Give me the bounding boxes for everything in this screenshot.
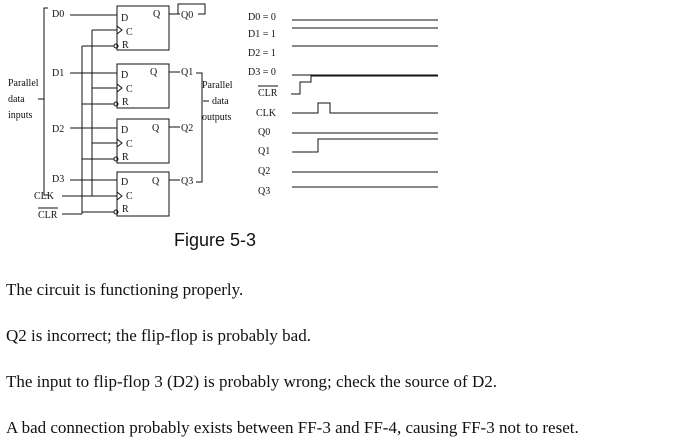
ff4-q-pin: Q <box>152 176 160 187</box>
input-label-d3: D3 <box>52 174 64 185</box>
ff4-output-label: Q3 <box>181 176 193 187</box>
shift-register-diagram: D0 D1 D2 D3 CLK CLR Parallel data inputs… <box>8 3 438 221</box>
timing-label-clr: CLR <box>258 88 278 99</box>
flip-flop-1: D C R Q Q0 <box>82 3 206 51</box>
ff4-c-pin: C <box>126 191 133 202</box>
figure-caption: Figure 5-3 <box>173 230 257 250</box>
clk-label: CLK <box>34 191 55 202</box>
parallel-outputs-line3: outputs <box>202 112 232 123</box>
timing-label-d2: D2 = 1 <box>248 48 276 59</box>
flip-flop-4: D C R Q Q3 <box>82 171 193 217</box>
ff3-r-pin: R <box>122 152 129 163</box>
ff4-d-pin: D <box>121 177 128 188</box>
input-bus-bracket <box>43 7 48 196</box>
answer-option-3[interactable]: The input to flip-flop 3 (D2) is probabl… <box>6 372 497 391</box>
parallel-inputs-line3: inputs <box>8 110 33 121</box>
ff1-c-pin: C <box>126 27 133 38</box>
answer-option-1[interactable]: The circuit is functioning properly. <box>6 280 244 299</box>
input-label-d2: D2 <box>52 124 64 135</box>
waveform-q1 <box>292 138 438 153</box>
ff3-q-pin: Q <box>152 123 160 134</box>
parallel-outputs-line1: Parallel <box>202 80 233 91</box>
ff3-output-label: Q2 <box>181 123 193 134</box>
flip-flop-3: D C R Q Q2 <box>82 118 193 164</box>
waveform-clr <box>291 75 438 95</box>
timing-label-q3: Q3 <box>258 186 270 197</box>
timing-label-q1: Q1 <box>258 146 270 157</box>
ff2-d-pin: D <box>121 70 128 81</box>
timing-waveforms <box>291 19 438 188</box>
ff1-output-label: Q0 <box>181 10 193 21</box>
timing-label-q2: Q2 <box>258 166 270 177</box>
ff4-r-pin: R <box>122 204 129 215</box>
timing-label-clk: CLK <box>256 108 277 119</box>
timing-label-q0: Q0 <box>258 127 270 138</box>
output-bus-bracket <box>196 72 203 183</box>
timing-label-d0: D0 = 0 <box>248 12 276 23</box>
timing-label-d1: D1 = 1 <box>248 29 276 40</box>
clr-label: CLR <box>38 210 58 221</box>
input-label-d1: D1 <box>52 68 64 79</box>
ff1-d-pin: D <box>121 13 128 24</box>
flip-flop-2: D C R Q Q1 <box>82 63 193 109</box>
ff2-output-label: Q1 <box>181 67 193 78</box>
input-label-d0: D0 <box>52 9 64 20</box>
timing-label-d3: D3 = 0 <box>248 67 276 78</box>
ff3-d-pin: D <box>121 125 128 136</box>
answer-option-4[interactable]: A bad connection probably exists between… <box>6 418 579 437</box>
figure-5-3: D0 D1 D2 D3 CLK CLR Parallel data inputs… <box>8 3 438 221</box>
parallel-inputs-line1: Parallel <box>8 78 39 89</box>
ff1-r-pin: R <box>122 40 129 51</box>
ff2-r-pin: R <box>122 97 129 108</box>
ff2-q-pin: Q <box>150 67 158 78</box>
ff1-q-pin: Q <box>153 9 161 20</box>
answer-option-2[interactable]: Q2 is incorrect; the flip-flop is probab… <box>6 326 311 345</box>
ff3-c-pin: C <box>126 139 133 150</box>
parallel-outputs-line2: data <box>212 96 229 107</box>
waveform-clk <box>292 102 438 114</box>
ff2-c-pin: C <box>126 84 133 95</box>
parallel-inputs-line2: data <box>8 94 25 105</box>
